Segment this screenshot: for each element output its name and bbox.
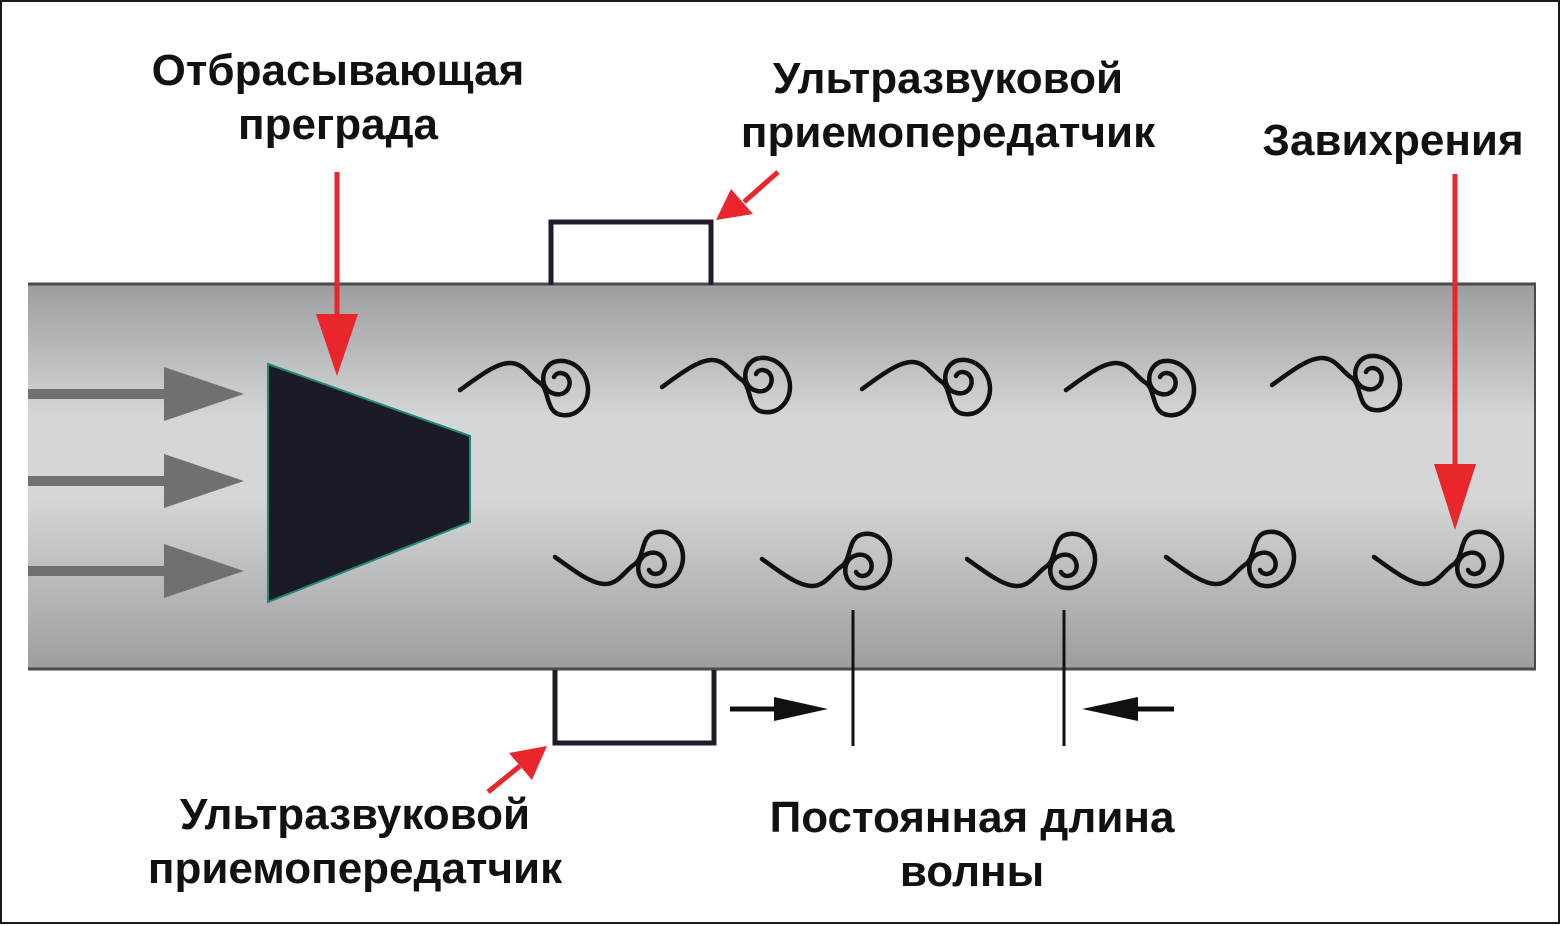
label-vortices: Завихрения [1242,114,1544,168]
label-line: волны [899,847,1045,896]
pipe [28,283,1536,670]
ultrasonic-transceiver-bottom [552,670,717,746]
label-line: Ультразвуковой [179,790,531,839]
red-arrow-icon [316,172,358,376]
label-line: Отбрасывающая [151,46,525,95]
label-line: приемопередатчик [147,844,563,893]
label-line: Ультразвуковой [772,54,1124,103]
label-bluff-body: Отбрасывающая преграда [128,44,548,152]
black-arrow-icon [730,697,828,721]
label-transceiver-top: Ультразвуковой приемопередатчик [708,52,1188,160]
red-arrow-icon [716,170,780,220]
wavelength-dimension [730,610,1174,746]
red-arrow-icon [486,746,547,794]
right-arrow-icon [28,454,244,508]
label-line: преграда [238,100,438,149]
right-arrow-icon [28,544,244,598]
right-arrow-icon [28,367,244,421]
ultrasonic-transceiver-top [548,219,714,285]
red-arrow-icon [1434,174,1476,530]
label-transceiver-bottom: Ультразвуковой приемопередатчик [112,788,598,896]
bluff-body [267,362,471,604]
label-line: приемопередатчик [740,108,1156,157]
label-line: Постоянная длина [769,793,1175,842]
label-line: Завихрения [1262,116,1524,165]
black-arrow-icon [1082,697,1174,721]
flow-arrows [28,367,244,598]
pointer-arrows [316,170,1476,794]
label-wavelength: Постоянная длина волны [732,791,1212,899]
